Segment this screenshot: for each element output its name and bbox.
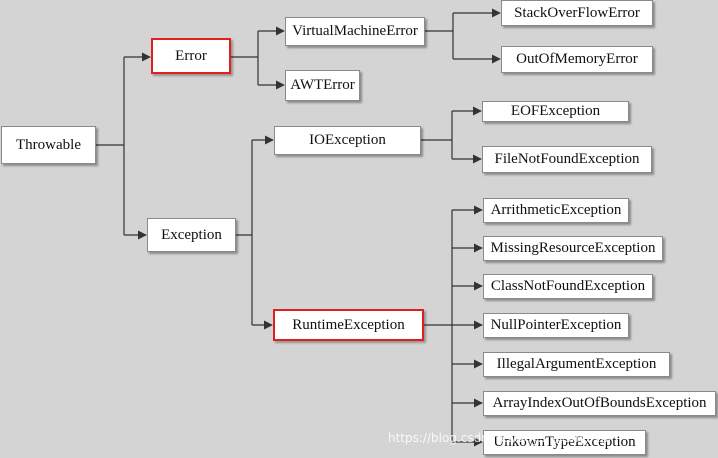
node-runtime-exception: RuntimeException (273, 309, 424, 341)
node-class-not-found-exception: ClassNotFoundException (483, 274, 653, 299)
node-awt-error: AWTError (285, 70, 360, 101)
node-arithmetic-exception: ArrithmeticException (483, 198, 629, 223)
node-file-not-found-exception: FileNotFoundException (482, 146, 652, 173)
node-exception: Exception (147, 218, 236, 252)
node-io-exception: IOException (274, 126, 421, 155)
node-illegal-argument-exception: IllegalArgumentException (483, 352, 670, 377)
node-array-index-out-of-bounds-exception: ArrayIndexOutOfBoundsException (483, 391, 716, 416)
connector-io-trunk (421, 111, 453, 159)
connector-exception-trunk (236, 140, 253, 325)
connector-vme-trunk (425, 13, 454, 59)
node-null-pointer-exception: NullPointerException (483, 313, 629, 338)
node-stack-overflow-error: StackOverFlowError (501, 0, 653, 26)
node-error: Error (151, 38, 231, 74)
node-unknown-type-exception: UnkownTypeException (483, 430, 646, 455)
connector-throwable-trunk (96, 57, 125, 235)
connector-error-trunk (231, 31, 259, 85)
node-missing-resource-exception: MissingResourceException (483, 236, 663, 261)
node-out-of-memory-error: OutOfMemoryError (501, 46, 653, 73)
node-eof-exception: EOFException (482, 101, 629, 122)
node-throwable: Throwable (1, 126, 96, 164)
node-virtual-machine-error: VirtualMachineError (285, 17, 425, 46)
watermark: https://blog.csdn.net/qq_... @smart哥 (388, 431, 612, 445)
